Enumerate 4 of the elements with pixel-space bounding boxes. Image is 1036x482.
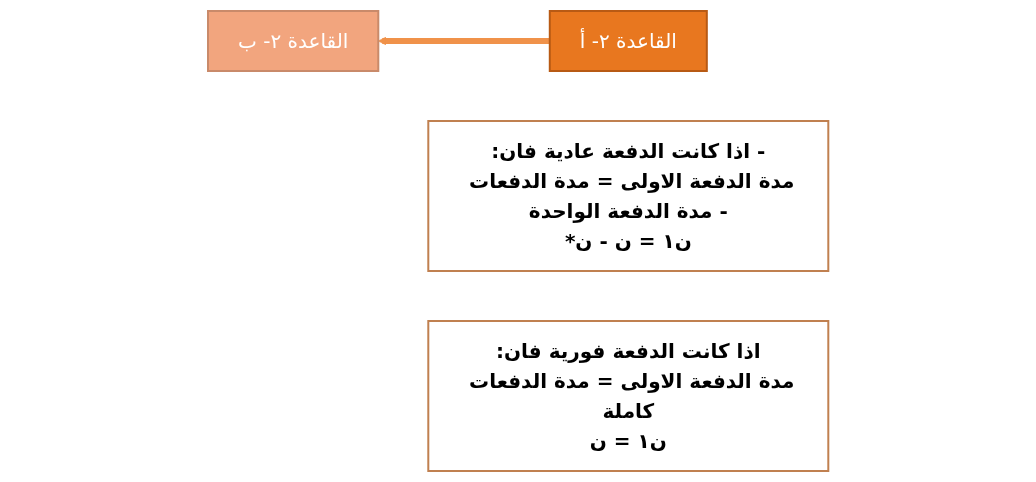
node-box: - اذا كانت الدفعة عادية فان: مدة الدفعة الاولى = مدة الدفعات - مدة الدفعة الواحدة ن١ = ن - ن* [427,120,830,272]
node-box: القاعدة ٢- أ [548,10,708,72]
node-box: القاعدة ٢- ب [206,10,380,72]
node-box: اذا كانت الدفعة فورية فان: مدة الدفعة الاولى = مدة الدفعات كاملة ن١ = ن [427,320,830,472]
